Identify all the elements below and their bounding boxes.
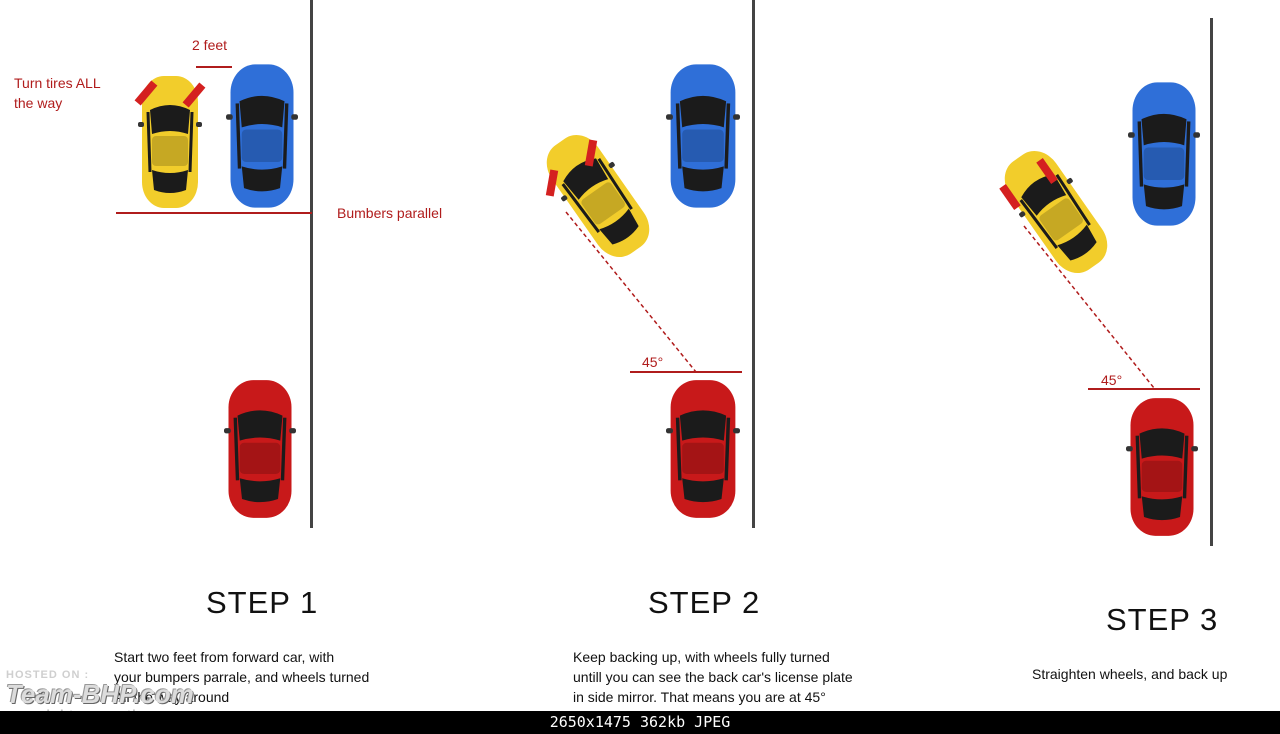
angle-label-step2: 45° — [642, 354, 664, 370]
angle-line-step3 — [1088, 388, 1200, 390]
step3-description: Straighten wheels, and back up — [1032, 666, 1228, 682]
step3-title: STEP 3 — [1106, 602, 1219, 637]
gap-marker-line — [196, 66, 232, 68]
panel1-curb-line — [310, 0, 313, 528]
panel3-curb-line — [1210, 18, 1213, 546]
step2-description: Keep backing up, with wheels fully turne… — [573, 649, 853, 705]
angle-line-step2 — [630, 371, 742, 373]
angle-label-step3: 45° — [1101, 372, 1123, 388]
watermark-hosted-on: HOSTED ON : — [6, 669, 90, 681]
image-info-bar: 2650x1475 362kb JPEG — [0, 711, 1280, 734]
gap-label: 2 feet — [192, 37, 228, 53]
step1-title: STEP 1 — [206, 585, 319, 620]
step1-description: Start two feet from forward car, with yo… — [114, 649, 370, 705]
turn-tires-label: Turn tires ALL the way — [14, 75, 101, 111]
panel2-curb-line — [752, 0, 755, 528]
bumpers-parallel-label: Bumbers parallel — [337, 205, 443, 221]
watermark-logo: Team-BHP.com — [6, 679, 194, 709]
step2-title: STEP 2 — [648, 585, 761, 620]
bumper-line — [116, 212, 312, 214]
